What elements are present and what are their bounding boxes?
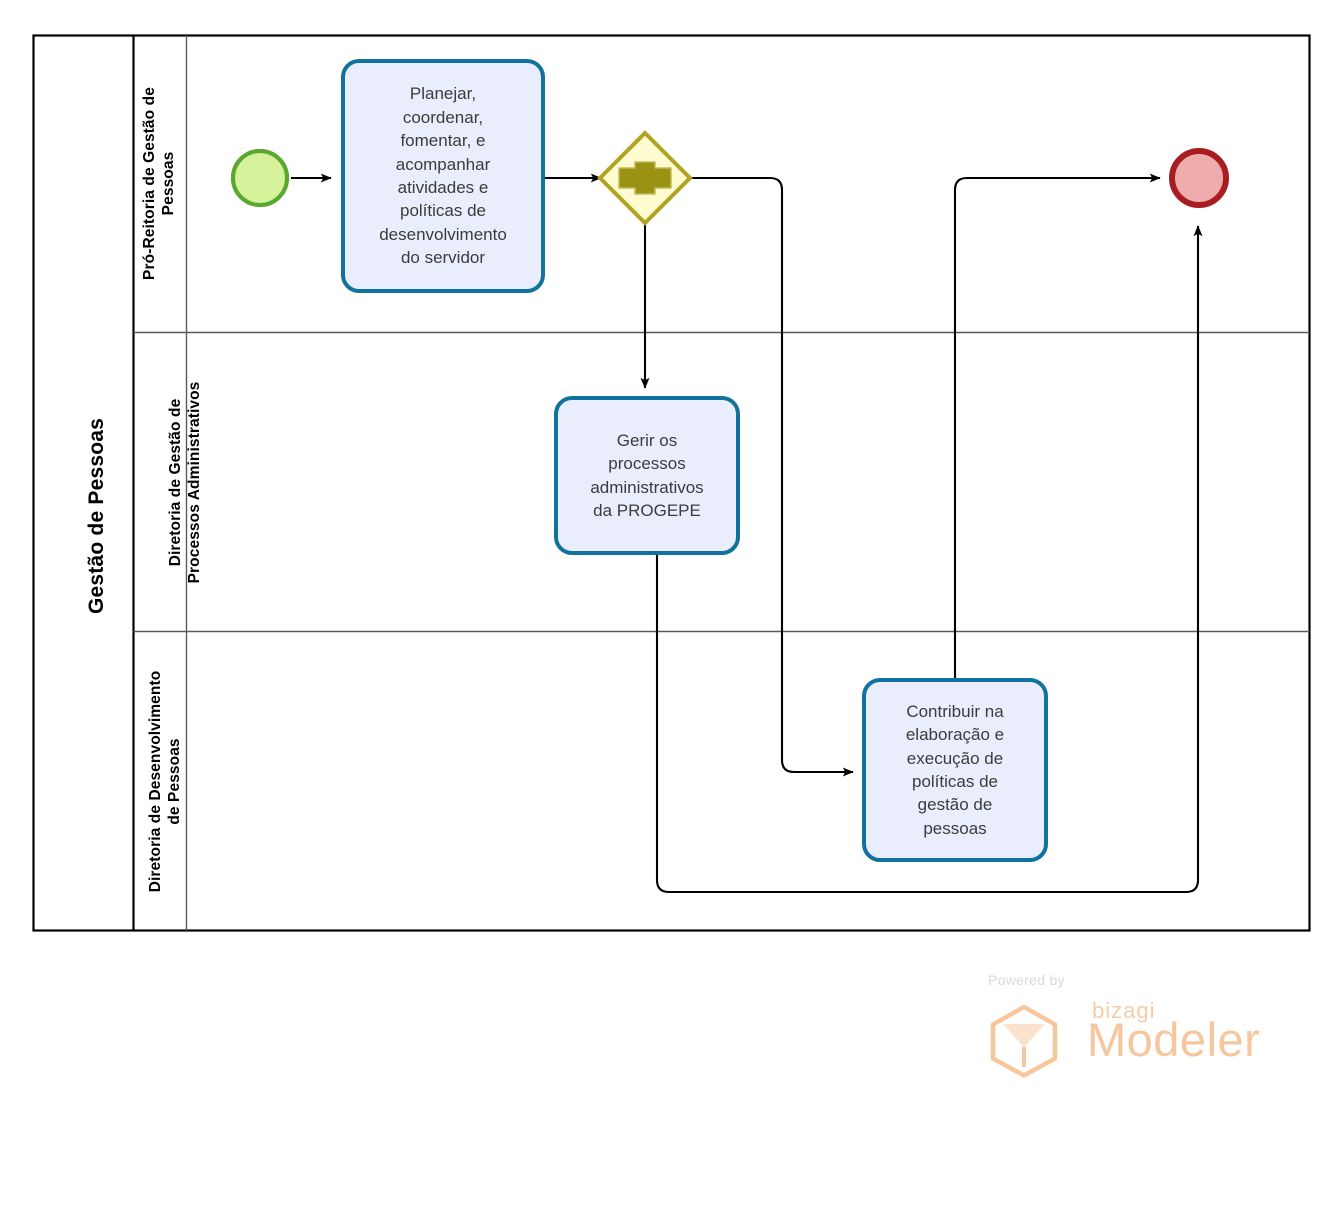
lane-label-diretoria-processos: Diretoria de Gestão de Processos Adminis… xyxy=(166,381,203,584)
plus-icon xyxy=(618,161,672,195)
flow-gerir-to-end xyxy=(655,225,1203,894)
parallel-gateway[interactable] xyxy=(597,130,693,226)
powered-by-label: Powered by xyxy=(988,972,1065,988)
task-gerir[interactable] xyxy=(554,396,740,555)
end-event[interactable] xyxy=(1169,148,1229,208)
lane-label-diretoria-desenvolvimento: Diretoria de Desenvolvimento de Pessoas xyxy=(146,670,183,893)
flow-contribuir-to-end xyxy=(953,173,1161,680)
flow-gateway-to-contribuir xyxy=(689,176,854,777)
bizagi-watermark: Powered by bizagi Modeler xyxy=(988,972,1261,1082)
task-contribuir[interactable] xyxy=(862,678,1048,862)
bizagi-brand-label: bizagi xyxy=(1092,998,1156,1023)
sequence-flows xyxy=(291,173,1203,894)
task-planejar[interactable] xyxy=(341,59,545,293)
pool-title: Gestão de Pessoas xyxy=(85,418,109,614)
bizagi-hexagon-icon xyxy=(990,1004,1058,1078)
modeler-product-label: Modeler xyxy=(1087,1013,1261,1066)
lane-label-pro-reitoria: Pró-Reitoria de Gestão de Pessoas xyxy=(140,87,177,280)
start-event[interactable] xyxy=(230,148,290,208)
